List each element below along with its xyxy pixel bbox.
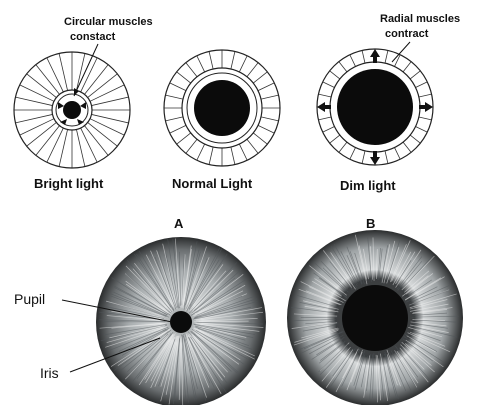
radial-muscle-line [362, 151, 365, 164]
pupil-b [342, 285, 408, 351]
radial-muscle-line [84, 126, 108, 156]
radial-muscle-line [239, 56, 247, 72]
circular-muscles-label: Circular muscles [64, 16, 153, 28]
radial-muscle-line [403, 142, 411, 152]
radial-muscle-line [253, 72, 267, 83]
radial-muscle-line [395, 148, 401, 160]
radial-muscle-line [36, 126, 60, 156]
eye-photo-b [287, 230, 463, 405]
pupil-small [63, 101, 81, 119]
radial-muscle-line [416, 127, 428, 133]
caption-bright-light: Bright light [34, 176, 104, 191]
radial-muscle-line [318, 94, 331, 97]
arrow-icon [60, 119, 67, 125]
pupil-a [170, 311, 192, 333]
radial-muscle-line [36, 65, 60, 95]
pupil-large [337, 69, 413, 145]
panel-label-a: A [174, 216, 184, 231]
normal-light-diagram [164, 50, 280, 166]
radial-muscle-line [84, 65, 108, 95]
radial-muscle-line [209, 147, 213, 165]
bright-light-diagram [14, 52, 130, 168]
pupil-medium [194, 80, 250, 136]
radial-muscle-line [197, 56, 205, 72]
radial-muscle-line [253, 133, 267, 144]
radial-muscle-line [323, 127, 335, 133]
radial-muscle-line [186, 63, 197, 77]
radial-muscle-line [247, 63, 258, 77]
radial-muscle-line [318, 117, 331, 120]
radial-muscle-line [209, 51, 213, 69]
radial-muscle-line [419, 94, 432, 97]
radial-muscle-line [403, 62, 411, 72]
radial-muscle-line [323, 82, 335, 88]
radial-muscle-line [239, 144, 247, 160]
radial-muscle-line [165, 95, 183, 99]
radial-muscle-line [27, 74, 57, 98]
eye-photo-a [96, 237, 266, 405]
radial-muscle-line [231, 51, 235, 69]
radial-muscle-line [419, 117, 432, 120]
radial-muscle-line [339, 142, 347, 152]
radial-muscle-line [339, 62, 347, 72]
radial-muscle-line [416, 82, 428, 88]
arrow-right-icon [419, 102, 433, 112]
arrow-icon [80, 102, 86, 109]
caption-dim-light: Dim light [340, 178, 396, 193]
radial-muscle-line [231, 147, 235, 165]
radial-muscle-line [170, 125, 186, 133]
iris-callout-label: Iris [40, 365, 59, 381]
radial-muscle-line [170, 83, 186, 91]
radial-muscles-label-2: contract [385, 28, 429, 40]
radial-muscle-line [385, 151, 388, 164]
radial-muscle-line [88, 122, 118, 146]
arrow-left-icon [317, 102, 331, 112]
arrow-up-icon [370, 49, 380, 63]
circular-muscles-label-2: constact [70, 31, 116, 43]
radial-muscles-label: Radial muscles [380, 13, 460, 25]
radial-muscle-line [27, 122, 57, 146]
pupil-callout-label: Pupil [14, 291, 45, 307]
arrow-icon [77, 119, 84, 125]
radial-muscle-line [177, 72, 191, 83]
radial-muscle-line [177, 133, 191, 144]
radial-muscle-line [362, 50, 365, 63]
radial-muscle-line [385, 50, 388, 63]
radial-muscle-line [258, 83, 274, 91]
radial-muscle-line [258, 125, 274, 133]
radial-muscle-line [197, 144, 205, 160]
arrow-down-icon [370, 151, 380, 165]
radial-muscle-line [261, 117, 279, 121]
radial-muscle-line [410, 135, 420, 143]
arrow-icon [58, 102, 64, 109]
radial-muscle-line [247, 139, 258, 153]
radial-muscle-line [330, 71, 340, 79]
radial-muscle-line [350, 55, 356, 67]
panel-label-b: B [366, 216, 375, 231]
radial-muscle-line [261, 95, 279, 99]
caption-normal-light: Normal Light [172, 176, 253, 191]
radial-muscle-line [410, 71, 420, 79]
radial-muscle-line [186, 139, 197, 153]
radial-muscle-line [165, 117, 183, 121]
dim-light-diagram [317, 49, 433, 165]
radial-muscle-line [350, 148, 356, 160]
radial-muscle-line [88, 74, 118, 98]
radial-muscle-line [330, 135, 340, 143]
